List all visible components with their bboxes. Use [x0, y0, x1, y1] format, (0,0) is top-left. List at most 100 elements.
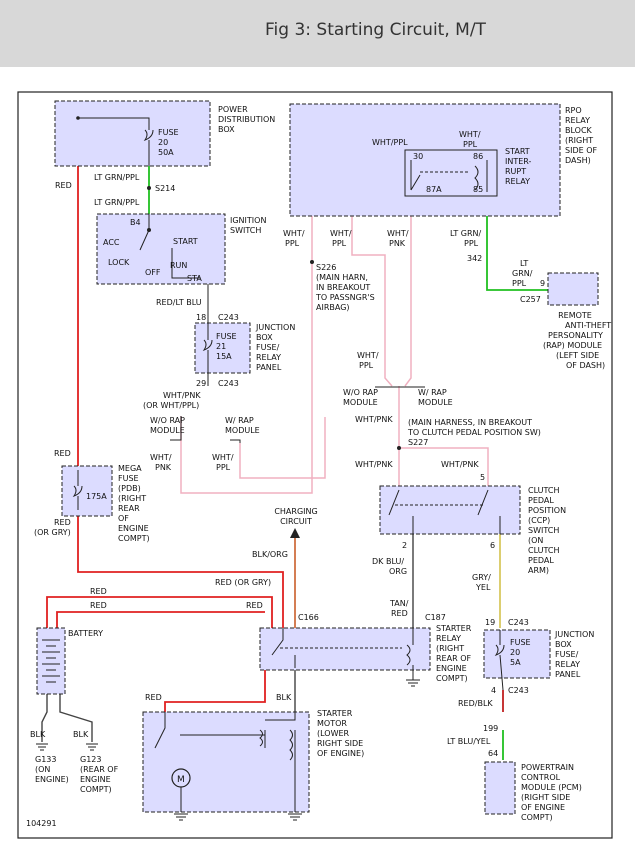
battery: BATTERY [36, 627, 103, 695]
rap-name-2: PERSONALITY [548, 331, 603, 340]
charging-0: CHARGING [274, 507, 317, 516]
lbl-pin-6: 6 [490, 541, 495, 550]
lbl-c243-c: C243 [508, 618, 529, 627]
lbl-pin-2: 2 [402, 541, 407, 550]
lbl-dkblu-0: DK BLU/ [372, 557, 404, 566]
rpo-name-2: BLOCK [565, 126, 593, 135]
lbl-whtpnk-a0: WHT/ [387, 229, 409, 238]
mega-name-7: COMPT) [118, 534, 150, 543]
jb-fuse21-box: FUSE 21 15A JUNCTION BOX FUSE/ RELAY PAN… [194, 284, 295, 386]
lbl-red-motor: RED [145, 693, 162, 702]
lbl-ltgrn3-2: PPL [512, 279, 527, 288]
lbl-gryyel-1: YEL [475, 583, 491, 592]
rpo-wire-wht-ppl-top-1: PPL [463, 140, 478, 149]
lbl-worap-a0: W/O RAP [343, 388, 378, 397]
fuse21-label-1: 21 [216, 342, 226, 351]
pcm-name-5: COMPT) [521, 813, 553, 822]
jb21-name-2: FUSE/ [256, 343, 280, 352]
pdb-name-0: POWER [218, 105, 248, 114]
g123-2: ENGINE [80, 775, 111, 784]
pcm-name-0: POWERTRAIN [521, 763, 574, 772]
lbl-whtpnk-or-0: WHT/PNK [163, 391, 201, 400]
relay-name-1: INTER- [505, 157, 532, 166]
lbl-s227-0: (MAIN HARNESS, IN BREAKOUT [408, 418, 532, 427]
lbl-blk: BLK [276, 693, 292, 702]
lbl-s226-3: TO PASSNGR'S [315, 293, 375, 302]
lbl-red-bat2: RED [90, 601, 107, 610]
rpo-wire-wht-ppl-top-0: WHT/ [459, 130, 481, 139]
lbl-worap-b0: W/O RAP [150, 416, 185, 425]
mega-name-4: REAR [118, 504, 140, 513]
lbl-tanred-1: RED [391, 609, 408, 618]
lbl-whtpnk-flat-b: WHT/PNK [355, 460, 393, 469]
lbl-wrap-b1: MODULE [225, 426, 260, 435]
lbl-c166: C166 [298, 613, 319, 622]
ign-start: START [173, 237, 198, 246]
relay-name-2: RUPT [505, 167, 526, 176]
rap-name-4: (LEFT SIDE [556, 351, 599, 360]
lbl-pin-29: 29 [196, 379, 206, 388]
lbl-s214: S214 [155, 184, 175, 193]
lbl-whtppl-c0: WHT/ [357, 351, 379, 360]
sr-name-3: REAR OF [436, 654, 471, 663]
lbl-redgry: RED (OR GRY) [215, 578, 271, 587]
ccp-name-6: CLUTCH [528, 546, 560, 555]
rap-module: REMOTE ANTI-THEFT PERSONALITY (RAP) MODU… [543, 272, 611, 370]
mega-fuse-box: 175A MEGA FUSE (PDB) (RIGHT REAR OF ENGI… [61, 464, 150, 543]
lbl-red-bat1: RED [90, 587, 107, 596]
lbl-blkorg: BLK/ORG [252, 550, 288, 559]
lbl-whtppl-b0: WHT/ [330, 229, 352, 238]
lbl-ltgrn3-1: GRN/ [512, 269, 533, 278]
lbl-red-relay: RED [246, 601, 263, 610]
lbl-ltgrn-split-1: PPL [464, 239, 479, 248]
fuse21-label-2: 15A [216, 352, 232, 361]
rpo-relay-block: 30 86 87A 85 START INTER- RUPT RELAY RPO… [289, 103, 597, 217]
ign-name-1: SWITCH [230, 226, 261, 235]
g133-1: (ON [35, 765, 50, 774]
rpo-name-3: (RIGHT [565, 136, 593, 145]
lbl-ltgrn-2: LT GRN/PPL [94, 198, 140, 207]
ccp-name-4: SWITCH [528, 526, 559, 535]
rpo-pin-85: 85 [473, 185, 483, 194]
fuse21-label-0: FUSE [216, 332, 237, 341]
lbl-whtpnk-a1: PNK [389, 239, 406, 248]
jb21-name-3: RELAY [256, 353, 281, 362]
lbl-whtpnk-or-1: (OR WHT/PPL) [143, 401, 199, 410]
mega-name-3: (RIGHT [118, 494, 146, 503]
g123-0: G123 [80, 755, 101, 764]
jb21-name-4: PANEL [256, 363, 282, 372]
lbl-pin-64: 64 [488, 749, 498, 758]
motor-name-3: RIGHT SIDE [317, 739, 363, 748]
pcm-name-3: (RIGHT SIDE [521, 793, 570, 802]
lbl-whtpnk-flat-a: WHT/PNK [355, 415, 393, 424]
jb21-name-0: JUNCTION [255, 323, 295, 332]
header-bar: Fig 3: Starting Circuit, M/T [0, 0, 635, 67]
rpo-wire-wht-ppl-left: WHT/PPL [372, 138, 408, 147]
lbl-whtppl-a1: PPL [285, 239, 300, 248]
rpo-name-0: RPO [565, 106, 582, 115]
jb20-name-1: BOX [555, 640, 572, 649]
jb20-name-4: PANEL [555, 670, 581, 679]
ign-name-0: IGNITION [230, 216, 266, 225]
battery-label: BATTERY [68, 629, 103, 638]
lbl-s226-0: S226 [316, 263, 336, 272]
lbl-pin-18: 18 [196, 313, 206, 322]
lbl-ltgrn3-0: LT [520, 259, 528, 268]
rap-name-3: (RAP) MODULE [543, 341, 602, 350]
jb-fuse20-box: FUSE 20 5A JUNCTION BOX FUSE/ RELAY PANE… [483, 629, 594, 691]
lbl-redltblu: RED/LT BLU [156, 298, 202, 307]
power-distribution-box: FUSE 20 50A POWER DISTRIBUTION BOX [54, 100, 275, 167]
lbl-pin-19: 19 [485, 618, 495, 627]
fuse20-label-2: 5A [510, 658, 521, 667]
lbl-c243-d: C243 [508, 686, 529, 695]
motor-name-2: (LOWER [317, 729, 350, 738]
pcm-name-4: OF ENGINE [521, 803, 565, 812]
g133-0: G133 [35, 755, 56, 764]
lbl-pin-9: 9 [540, 279, 545, 288]
lbl-blk-g123: BLK [73, 730, 89, 739]
lbl-ltgrn-1: LT GRN/PPL [94, 173, 140, 182]
lbl-red-mega: RED [54, 449, 71, 458]
lbl-c243-b: C243 [218, 379, 239, 388]
pdb-fuse-label-0: FUSE [158, 128, 179, 137]
ign-acc: ACC [103, 238, 120, 247]
